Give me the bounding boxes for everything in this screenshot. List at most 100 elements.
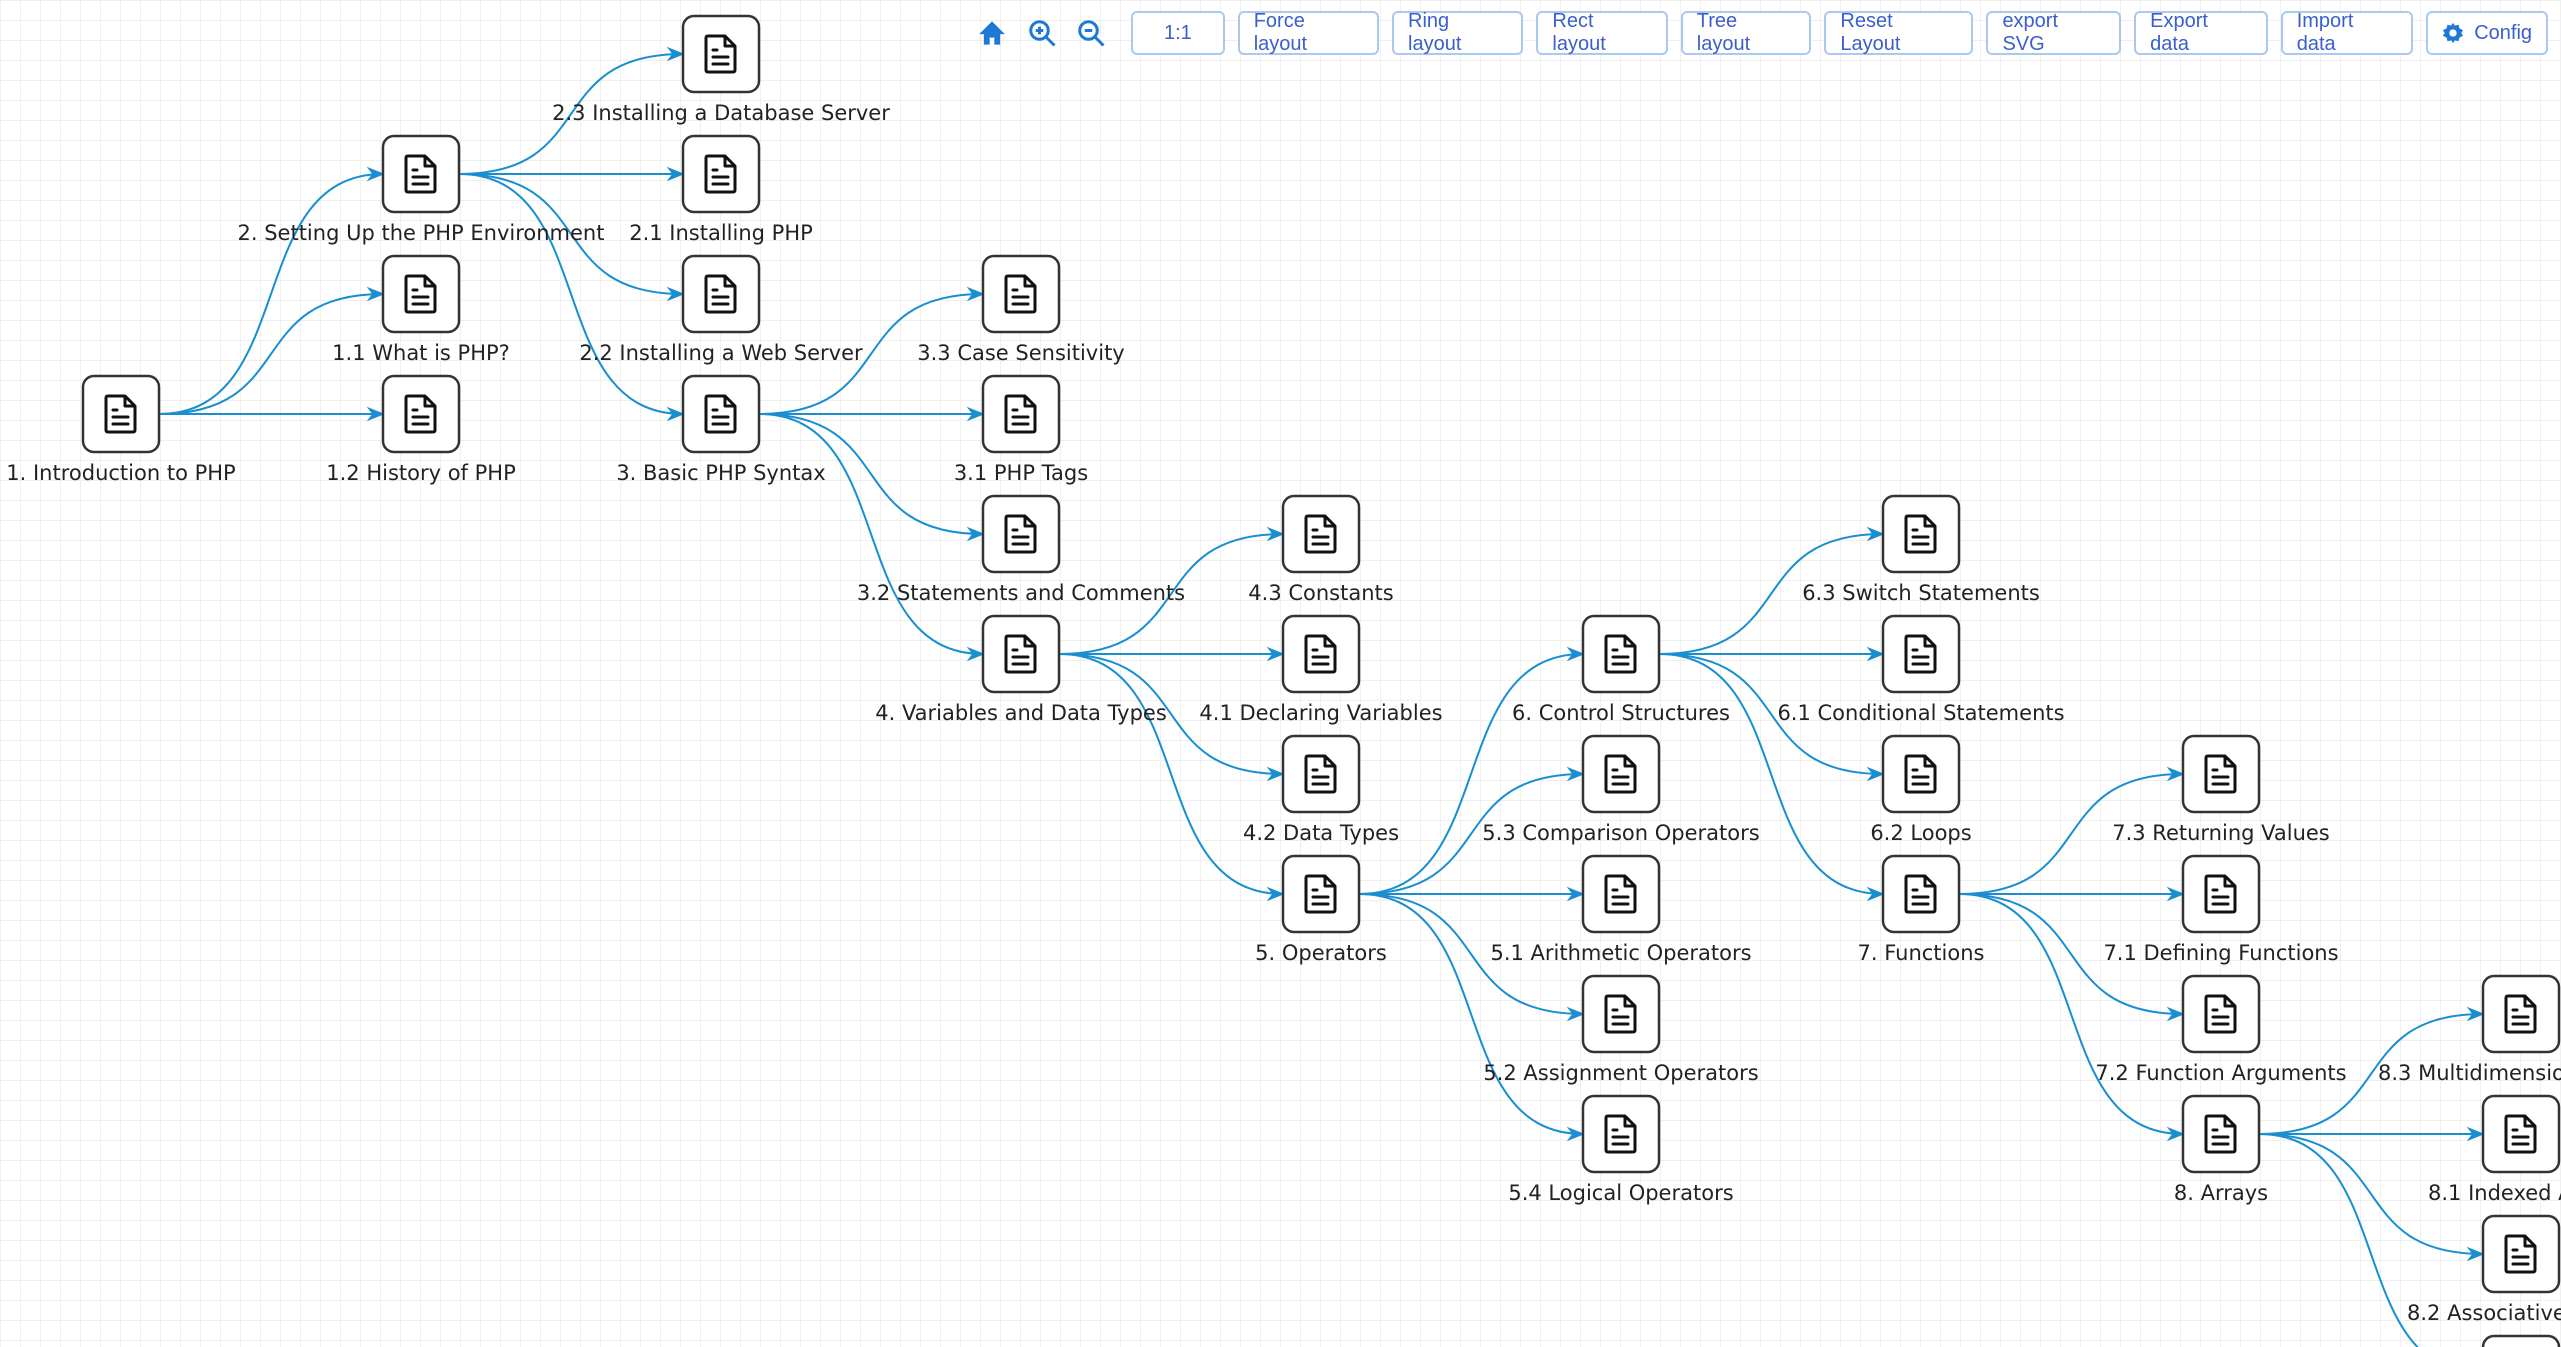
node-box[interactable] bbox=[981, 254, 1061, 334]
node[interactable]: 1.2 History of PHP bbox=[326, 374, 516, 485]
node-box[interactable] bbox=[1581, 734, 1661, 814]
home-button[interactable] bbox=[970, 10, 1014, 56]
edge-n7-n73 bbox=[1958, 766, 2185, 895]
node-box[interactable] bbox=[1581, 614, 1661, 694]
node-box[interactable] bbox=[1281, 614, 1361, 694]
node-box[interactable] bbox=[1581, 974, 1661, 1054]
node-box[interactable] bbox=[2481, 974, 2561, 1054]
node[interactable]: 3. Basic PHP Syntax bbox=[616, 374, 826, 485]
document-icon bbox=[704, 154, 737, 194]
config-button[interactable]: Config bbox=[2426, 11, 2549, 55]
node[interactable]: 4. Variables and Data Types bbox=[875, 614, 1167, 725]
node-box[interactable] bbox=[1581, 1094, 1661, 1174]
node[interactable]: 2. Setting Up the PHP Environment bbox=[238, 134, 605, 245]
document-icon bbox=[2504, 1114, 2537, 1154]
node-box[interactable] bbox=[2181, 1094, 2261, 1174]
export-data-button[interactable]: Export data bbox=[2134, 10, 2268, 55]
node-box[interactable] bbox=[381, 134, 461, 214]
node[interactable]: 8.3 Multidimensio bbox=[2378, 974, 2561, 1085]
node[interactable]: 1. Introduction to PHP bbox=[6, 374, 236, 485]
node-box[interactable] bbox=[1881, 494, 1961, 574]
force-layout-button[interactable]: Force layout bbox=[1237, 10, 1379, 55]
reset-layout-button[interactable]: Reset Layout bbox=[1824, 10, 1974, 55]
import-data-button[interactable]: Import data bbox=[2280, 10, 2414, 55]
node-box[interactable] bbox=[681, 254, 761, 334]
node-label: 1.1 What is PHP? bbox=[332, 341, 510, 365]
node[interactable]: 5.1 Arithmetic Operators bbox=[1490, 854, 1752, 965]
document-icon bbox=[2204, 1114, 2237, 1154]
node[interactable]: 6. Control Structures bbox=[1512, 614, 1730, 725]
document-icon bbox=[704, 34, 737, 74]
node[interactable]: 7.1 Defining Functions bbox=[2103, 854, 2339, 965]
node-box[interactable] bbox=[1881, 614, 1961, 694]
node-box[interactable] bbox=[381, 254, 461, 334]
node-box[interactable] bbox=[2481, 1334, 2561, 1347]
document-icon bbox=[2504, 1234, 2537, 1274]
zoom-out-button[interactable] bbox=[1069, 10, 1113, 56]
node-box[interactable] bbox=[981, 374, 1061, 454]
node-label: 5.2 Assignment Operators bbox=[1483, 1061, 1758, 1085]
node[interactable]: 6.2 Loops bbox=[1870, 734, 1972, 845]
node-box[interactable] bbox=[381, 374, 461, 454]
node[interactable]: 3.1 PHP Tags bbox=[954, 374, 1088, 485]
node[interactable]: 7.2 Function Arguments bbox=[2095, 974, 2347, 1085]
zoom-in-button[interactable] bbox=[1020, 10, 1064, 56]
node-box[interactable] bbox=[1881, 854, 1961, 934]
node[interactable]: 6.3 Switch Statements bbox=[1802, 494, 2040, 605]
node-box[interactable] bbox=[1581, 854, 1661, 934]
node-box[interactable] bbox=[81, 374, 161, 454]
node-box[interactable] bbox=[1281, 494, 1361, 574]
node-box[interactable] bbox=[1281, 854, 1361, 934]
node[interactable]: 4.1 Declaring Variables bbox=[1199, 614, 1443, 725]
node-label: 3. Basic PHP Syntax bbox=[616, 461, 825, 485]
node-label: 2. Setting Up the PHP Environment bbox=[238, 221, 605, 245]
node[interactable]: 5.4 Logical Operators bbox=[1508, 1094, 1734, 1205]
node-box[interactable] bbox=[981, 614, 1061, 694]
edge-n5-n53 bbox=[1358, 766, 1585, 895]
node-box[interactable] bbox=[2181, 854, 2261, 934]
node[interactable]: 4.3 Constants bbox=[1248, 494, 1394, 605]
node[interactable]: 5.2 Assignment Operators bbox=[1483, 974, 1759, 1085]
node[interactable]: 1.1 What is PHP? bbox=[332, 254, 510, 365]
document-icon bbox=[1604, 754, 1637, 794]
node[interactable]: 5.3 Comparison Operators bbox=[1482, 734, 1760, 845]
edge-n4-n43 bbox=[1058, 526, 1285, 655]
node[interactable]: 7.3 Returning Values bbox=[2112, 734, 2330, 845]
edge-n6-n62 bbox=[1658, 653, 1885, 782]
node[interactable]: 8. Arrays bbox=[2174, 1094, 2268, 1205]
node[interactable]: 8.1 Indexed A bbox=[2428, 1094, 2561, 1205]
node-box[interactable] bbox=[2481, 1094, 2561, 1174]
node-box[interactable] bbox=[2481, 1214, 2561, 1294]
node[interactable] bbox=[2481, 1334, 2561, 1347]
node-box[interactable] bbox=[681, 134, 761, 214]
node-label: 1. Introduction to PHP bbox=[6, 461, 235, 485]
node-box[interactable] bbox=[681, 374, 761, 454]
node[interactable]: 4.2 Data Types bbox=[1243, 734, 1399, 845]
node-box[interactable] bbox=[2181, 734, 2261, 814]
node[interactable]: 3.3 Case Sensitivity bbox=[917, 254, 1125, 365]
document-icon bbox=[1604, 994, 1637, 1034]
tree-layout-button[interactable]: Tree layout bbox=[1680, 10, 1812, 55]
node[interactable]: 8.2 Associative bbox=[2407, 1214, 2561, 1325]
node[interactable]: 2.3 Installing a Database Server bbox=[552, 14, 890, 125]
node[interactable]: 2.1 Installing PHP bbox=[629, 134, 813, 245]
document-icon bbox=[2504, 994, 2537, 1034]
node[interactable]: 5. Operators bbox=[1255, 854, 1387, 965]
node[interactable]: 3.2 Statements and Comments bbox=[857, 494, 1185, 605]
node-box[interactable] bbox=[1281, 734, 1361, 814]
ring-layout-button[interactable]: Ring layout bbox=[1392, 10, 1524, 55]
export-svg-button[interactable]: export SVG bbox=[1986, 10, 2122, 55]
edge-n1-n2 bbox=[158, 166, 385, 415]
rect-layout-button[interactable]: Rect layout bbox=[1536, 10, 1668, 55]
node-box[interactable] bbox=[1881, 734, 1961, 814]
node[interactable]: 7. Functions bbox=[1858, 854, 1985, 965]
node-box[interactable] bbox=[981, 494, 1061, 574]
node-box[interactable] bbox=[681, 14, 761, 94]
reset-zoom-button[interactable]: 1:1 bbox=[1131, 11, 1225, 55]
node[interactable]: 2.2 Installing a Web Server bbox=[579, 254, 863, 365]
node-label: 4.3 Constants bbox=[1248, 581, 1393, 605]
node[interactable]: 6.1 Conditional Statements bbox=[1777, 614, 2065, 725]
node-box[interactable] bbox=[2181, 974, 2261, 1054]
document-icon bbox=[1304, 634, 1337, 674]
